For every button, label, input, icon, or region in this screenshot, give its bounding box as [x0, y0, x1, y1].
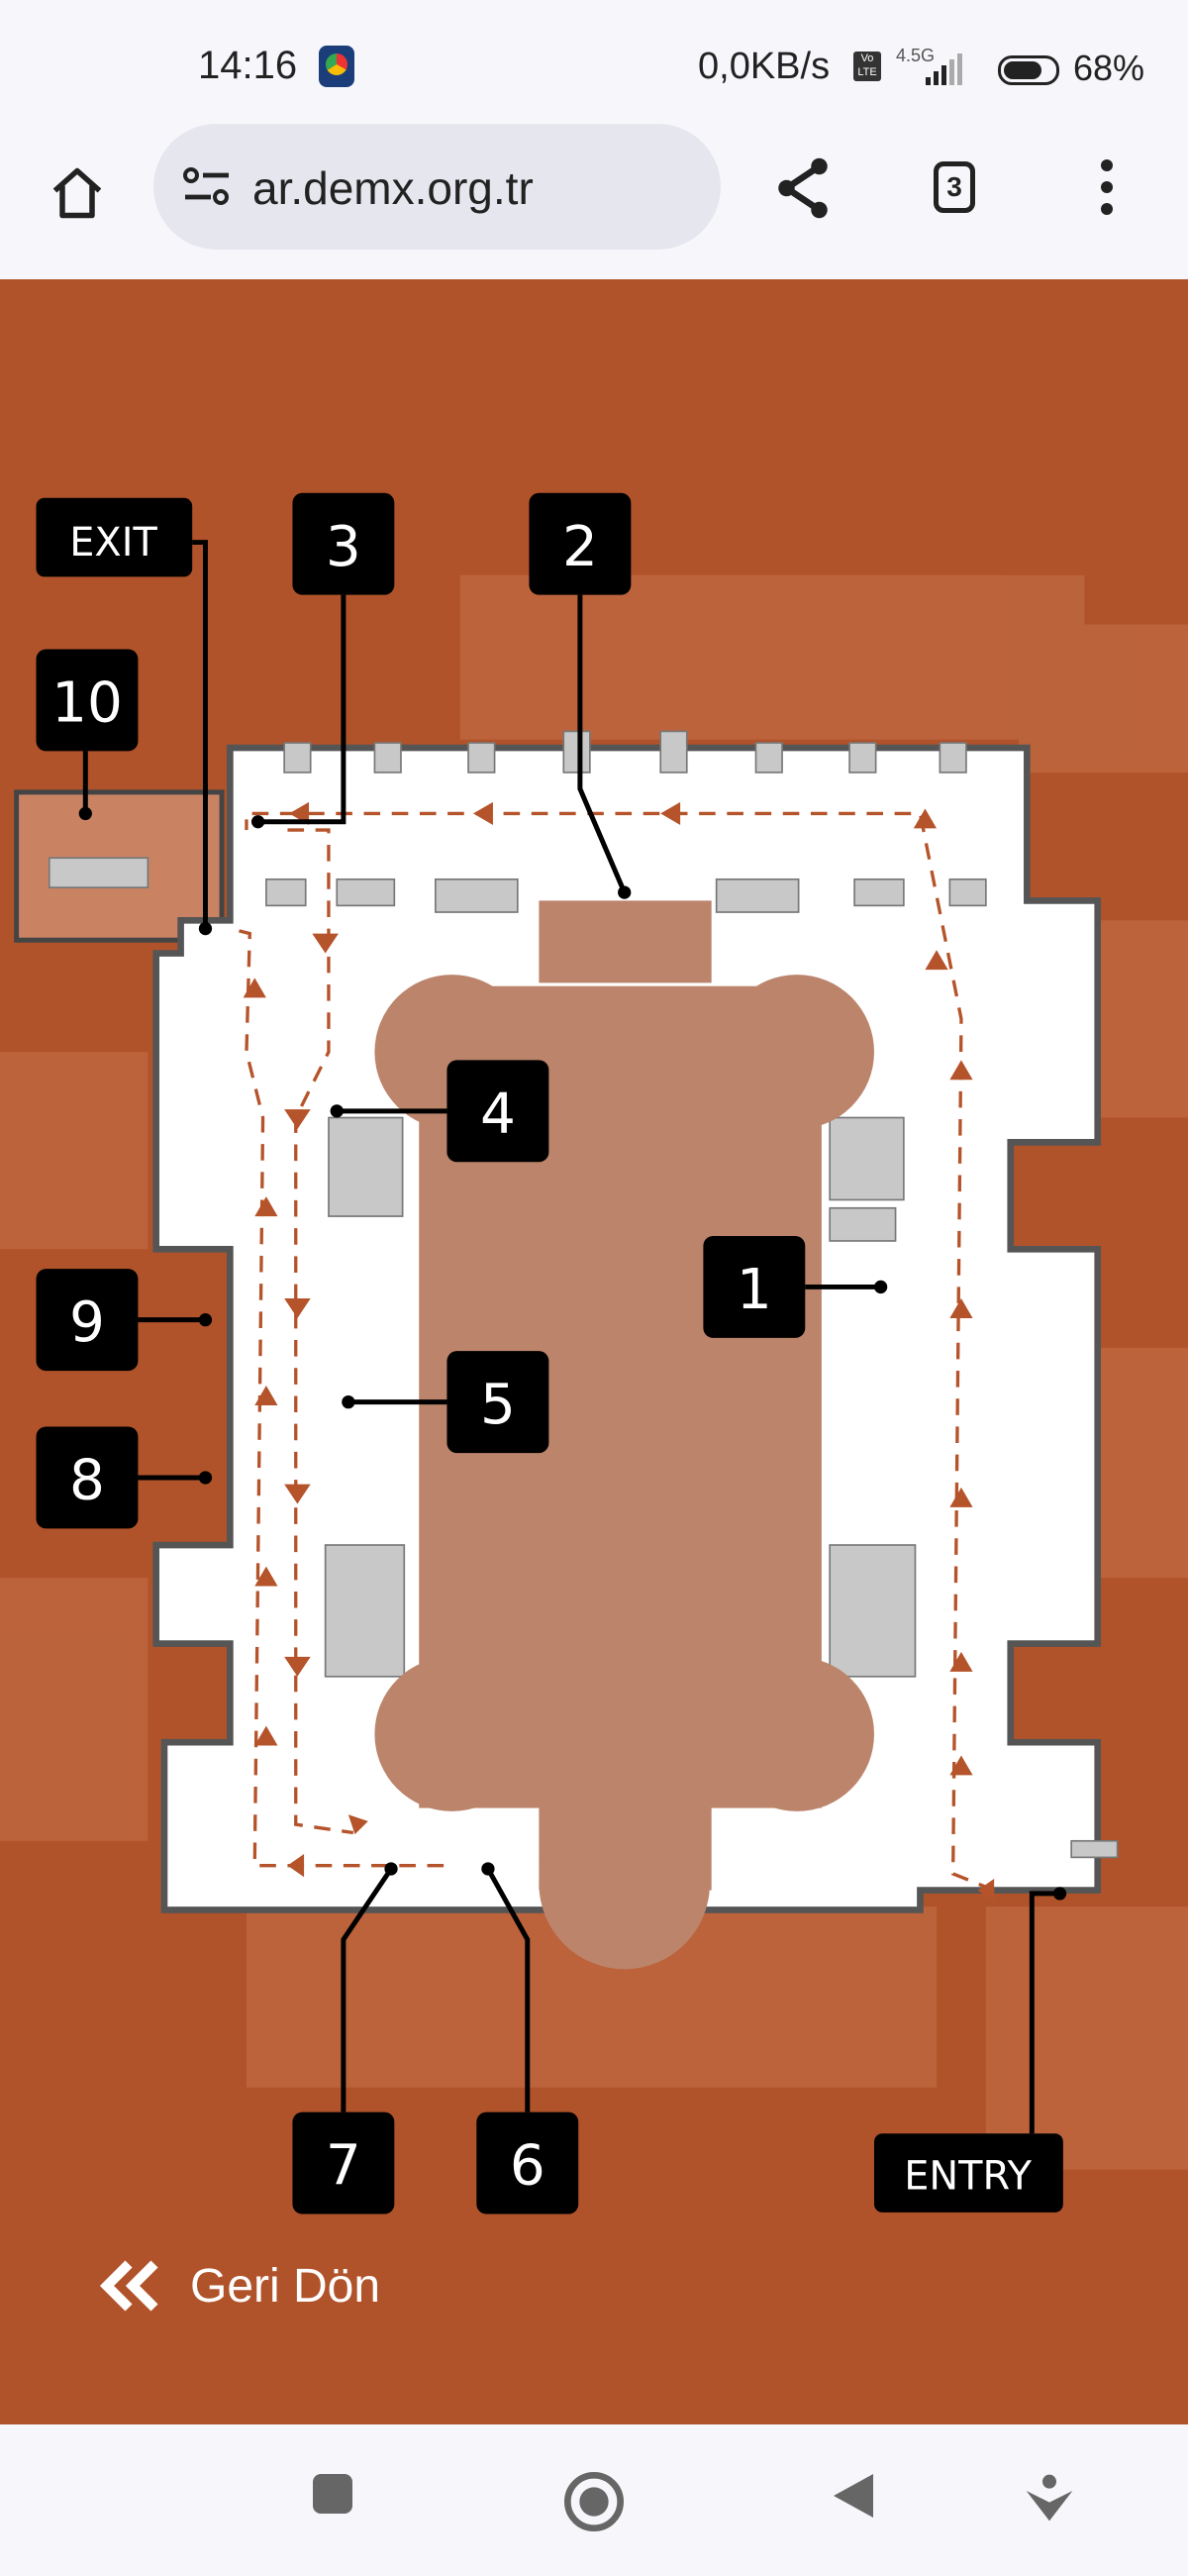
home-circle-icon[interactable] [562, 2470, 626, 2533]
status-bar: 14:16 0,0KB/s Vo LTE 4.5G 68% [0, 0, 1188, 129]
chrome-notification-icon [319, 46, 354, 87]
leader-lines [82, 540, 1060, 2134]
volte-icon: Vo LTE [853, 52, 881, 81]
pillars [48, 730, 1119, 1859]
share-icon[interactable] [770, 155, 836, 221]
visitor-route [229, 811, 995, 1893]
accessibility-icon[interactable] [1022, 2470, 1077, 2525]
svg-text:ENTRY: ENTRY [904, 2154, 1032, 2200]
stop-9-label[interactable]: 9 [36, 1269, 139, 1372]
tab-switcher-button[interactable]: 3 [934, 161, 975, 213]
stop-1-label[interactable]: 1 [703, 1235, 806, 1338]
network-speed: 0,0KB/s [698, 46, 831, 87]
site-settings-icon[interactable] [181, 165, 233, 209]
route-arrows [243, 801, 995, 1903]
stop-6-label[interactable]: 6 [476, 2112, 579, 2215]
svg-text:3: 3 [326, 515, 361, 579]
stop-5-label[interactable]: 5 [446, 1351, 549, 1454]
svg-text:8: 8 [69, 1449, 105, 1513]
system-navigation-bar [0, 2424, 1188, 2576]
stop-4-label[interactable]: 4 [446, 1060, 549, 1163]
stop-3-label[interactable]: 3 [292, 492, 395, 595]
svg-text:7: 7 [326, 2134, 361, 2199]
battery-level: 68% [1073, 48, 1145, 88]
address-bar[interactable]: ar.demx.org.tr [153, 124, 721, 250]
back-button[interactable]: Geri Dön [99, 2258, 380, 2314]
exit-label[interactable]: EXIT [36, 497, 193, 577]
stop-7-label[interactable]: 7 [292, 2112, 395, 2215]
svg-text:6: 6 [510, 2134, 545, 2199]
home-icon[interactable] [48, 163, 107, 223]
entry-label[interactable]: ENTRY [873, 2133, 1063, 2213]
svg-text:4: 4 [480, 1082, 516, 1146]
museum-floor-map: EXIT 3 2 10 4 1 5 9 8 7 6 ENTRY [0, 279, 1188, 2424]
network-type: 4.5G [896, 46, 936, 65]
svg-text:EXIT: EXIT [69, 520, 157, 566]
svg-text:10: 10 [51, 670, 123, 735]
stop-8-label[interactable]: 8 [36, 1426, 139, 1529]
stop-2-label[interactable]: 2 [529, 492, 632, 595]
leader-dots [78, 806, 1067, 1901]
recents-square-icon[interactable] [309, 2470, 356, 2518]
signal-icon [926, 53, 962, 85]
svg-text:1: 1 [737, 1258, 772, 1322]
back-button-label: Geri Dön [190, 2259, 381, 2313]
more-menu-icon[interactable] [1101, 159, 1113, 225]
battery-icon [998, 55, 1059, 85]
url-text[interactable]: ar.demx.org.tr [252, 162, 534, 214]
back-triangle-icon[interactable] [830, 2470, 877, 2522]
svg-text:2: 2 [562, 515, 598, 579]
double-chevron-left-icon [99, 2260, 158, 2312]
svg-text:9: 9 [69, 1290, 105, 1355]
svg-text:5: 5 [480, 1373, 516, 1437]
stop-10-label[interactable]: 10 [36, 649, 139, 752]
browser-toolbar: ar.demx.org.tr 3 [0, 124, 1188, 277]
clock: 14:16 [198, 44, 298, 87]
